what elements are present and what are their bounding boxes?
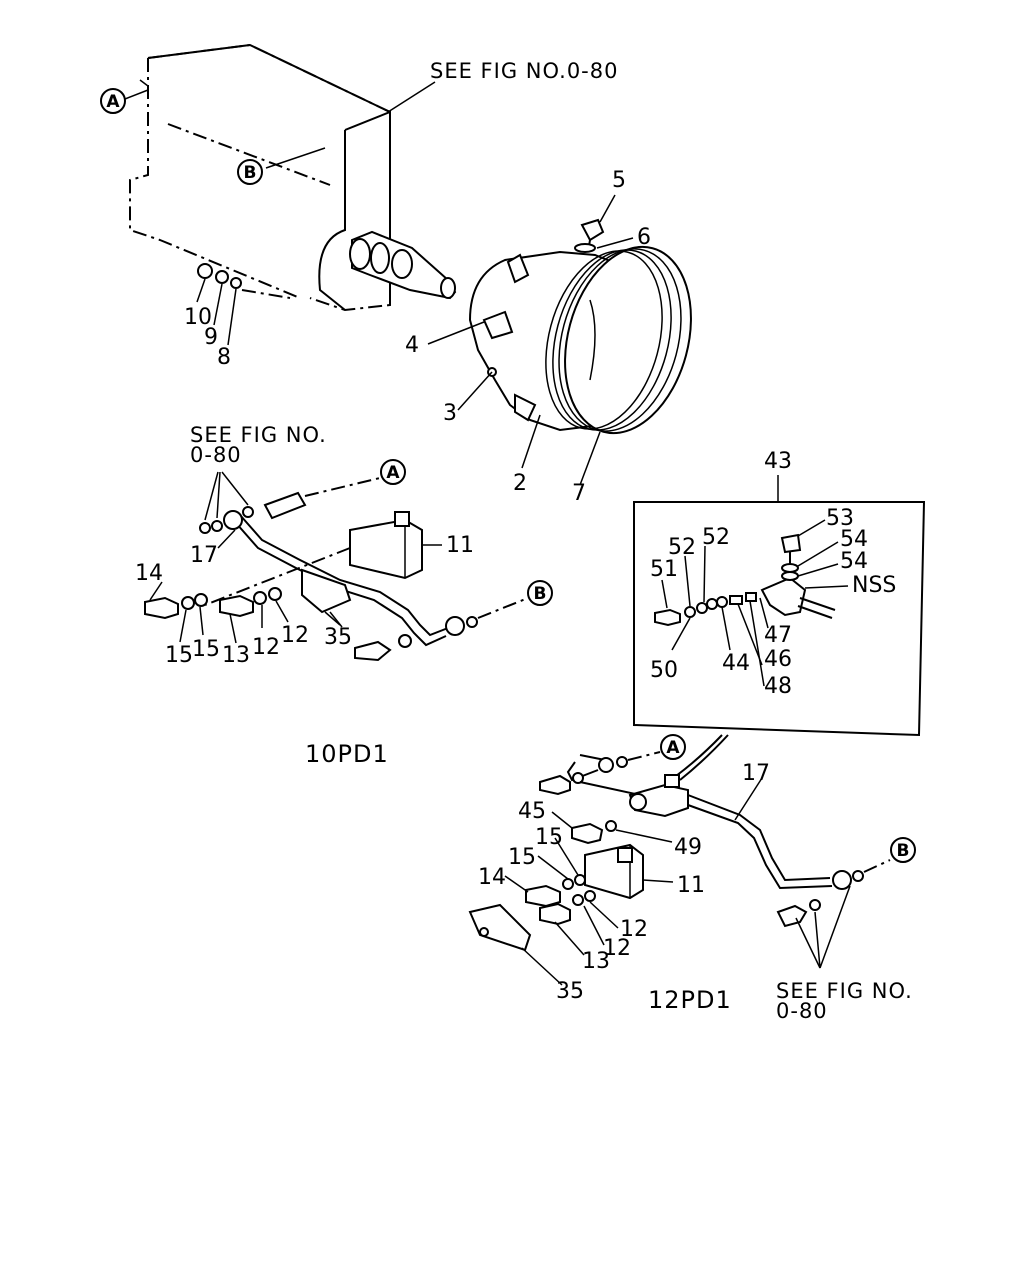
see-fig-left-1: SEE FIG NO. [190, 423, 327, 447]
part-label-12-left-a: 12 [252, 635, 280, 660]
part-label-50: 50 [650, 658, 678, 683]
part-label-nss: NSS [852, 573, 896, 598]
model-12pd1: 12PD1 [648, 986, 732, 1014]
bolt-5-washer-6 [574, 194, 634, 253]
part-label-14-right: 14 [478, 865, 506, 890]
marker-a-block: A [100, 88, 149, 114]
part-label-15-left-b: 15 [192, 637, 220, 662]
part-label-13-right: 13 [582, 949, 610, 974]
timing-housing [468, 245, 692, 435]
part-label-12-right-b: 12 [603, 936, 631, 961]
part-label-35-right: 35 [556, 979, 584, 1004]
part-label-14-left: 14 [135, 561, 163, 586]
part-label-5: 5 [612, 168, 626, 193]
see-fig-right-2: 0-80 [776, 999, 828, 1023]
marker-b-right: B [890, 837, 916, 863]
part-label-11-right: 11 [677, 873, 705, 898]
crankshaft [349, 230, 457, 300]
part-label-10: 10 [184, 305, 212, 330]
part-label-54-a: 54 [840, 527, 868, 552]
part-label-9: 9 [204, 325, 218, 350]
part-labels: 5 6 4 3 2 7 10 9 8 17 11 14 15 15 13 12 … [135, 168, 896, 1004]
part-label-52-a: 52 [668, 535, 696, 560]
part-label-43: 43 [764, 449, 792, 474]
see-fig-right-1: SEE FIG NO. [776, 979, 913, 1003]
part-label-2: 2 [513, 471, 527, 496]
part-label-8: 8 [217, 345, 231, 370]
part-label-6: 6 [637, 225, 651, 250]
model-10pd1: 10PD1 [305, 740, 389, 768]
part-label-45: 45 [518, 799, 546, 824]
svg-text:A: A [666, 738, 680, 758]
part-label-51: 51 [650, 557, 678, 582]
see-fig-top: SEE FIG NO.0-80 [430, 59, 619, 83]
svg-text:B: B [534, 584, 547, 604]
assembly-10pd1 [144, 471, 529, 662]
marker-b-block: B [237, 159, 263, 185]
engine-block [129, 43, 391, 312]
part-label-3: 3 [443, 401, 457, 426]
assembly-12pd1 [468, 751, 891, 986]
see-fig-left-2: 0-80 [190, 443, 242, 467]
detail-box-43 [633, 475, 926, 781]
part-label-15-right-a: 15 [535, 825, 563, 850]
part-label-47: 47 [764, 623, 792, 648]
part-label-54-b: 54 [840, 549, 868, 574]
part-label-48: 48 [764, 674, 792, 699]
part-label-11-left: 11 [446, 533, 474, 558]
part-label-35-left: 35 [324, 625, 352, 650]
part-label-52-b: 52 [702, 525, 730, 550]
marker-a-left: A [380, 459, 406, 485]
washer-set-8-9-10 [196, 263, 291, 346]
part-label-12-left-b: 12 [281, 623, 309, 648]
svg-text:A: A [106, 92, 120, 112]
marker-a-right: A [660, 734, 686, 760]
part-label-15-left-a: 15 [165, 643, 193, 668]
part-label-4: 4 [405, 333, 419, 358]
part-label-13-left: 13 [222, 643, 250, 668]
part-label-46: 46 [764, 647, 792, 672]
part-label-53: 53 [826, 506, 854, 531]
part-label-17-left: 17 [190, 543, 218, 568]
part-label-49: 49 [674, 835, 702, 860]
part-label-12-right-a: 12 [620, 917, 648, 942]
svg-text:A: A [386, 463, 400, 483]
marker-b-left: B [527, 580, 553, 606]
svg-text:B: B [897, 841, 910, 861]
part-label-17-right: 17 [742, 761, 770, 786]
svg-text:B: B [244, 163, 257, 183]
part-label-7: 7 [572, 481, 586, 506]
part-label-15-right-b: 15 [508, 845, 536, 870]
part-label-44: 44 [722, 651, 750, 676]
